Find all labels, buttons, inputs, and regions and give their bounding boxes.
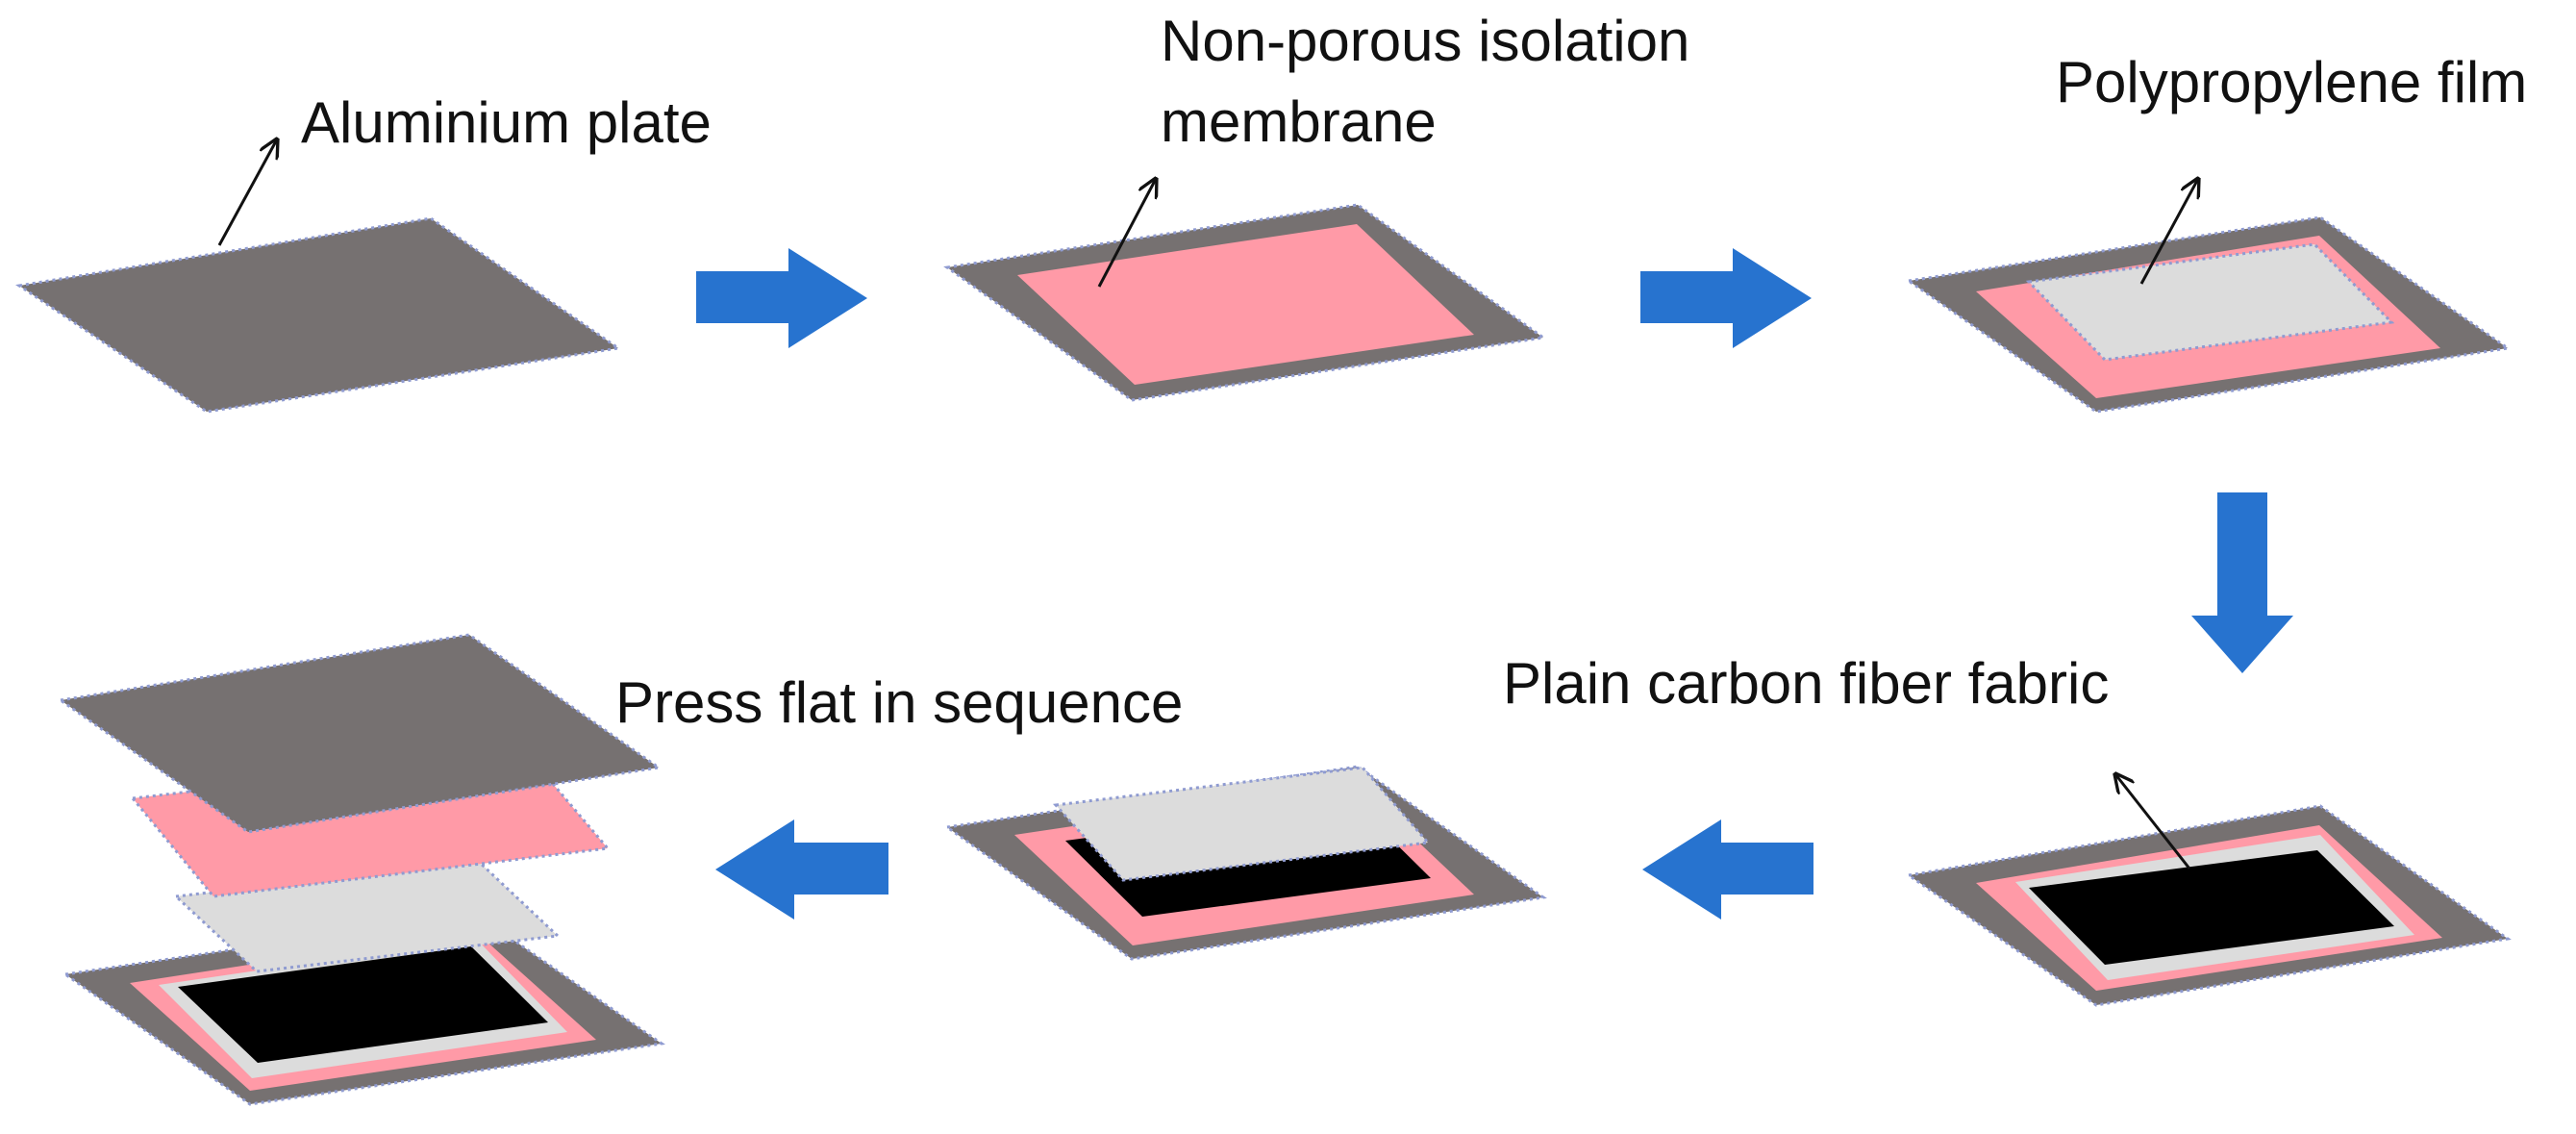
isolation-membrane [1017, 224, 1474, 385]
pointer-carbon-fabric [2115, 774, 2191, 869]
step-3-polypropylene-film [1905, 215, 2512, 414]
step-4-carbon-fabric [1905, 804, 2512, 1007]
polypropylene-film-top [1052, 766, 1431, 882]
step-1-aluminium-plate [15, 216, 622, 414]
process-arrow-right-2 [1640, 248, 1812, 348]
step-2-membrane-on-plate [943, 203, 1547, 402]
label-carbon-fabric: Plain carbon fiber fabric [1503, 651, 2109, 716]
label-membrane-line-2: membrane [1161, 89, 1437, 154]
label-polypropylene-film: Polypropylene film [2056, 50, 2527, 114]
process-arrow-left-1 [1642, 819, 1813, 920]
carbon-fiber-fabric [2029, 850, 2394, 965]
label-press-flat: Press flat in sequence [615, 670, 1183, 735]
pointer-aluminium-plate [217, 139, 277, 246]
process-arrow-down [2191, 492, 2293, 673]
label-membrane-line-1: Non-porous isolation [1161, 9, 1689, 73]
pointer-polypropylene-film [2139, 179, 2198, 285]
top-aluminium-plate [57, 633, 663, 834]
carbon-fiber-fabric [178, 946, 548, 1063]
polypropylene-film [2025, 242, 2395, 362]
process-arrow-left-2 [715, 819, 888, 920]
pointer-isolation-membrane [1097, 179, 1156, 288]
aluminium-plate [15, 216, 622, 414]
step-6-exploded-stack [57, 633, 665, 1106]
step-5-film-over-fabric [943, 765, 1547, 961]
label-aluminium-plate: Aluminium plate [301, 90, 712, 155]
process-arrow-right-1 [696, 248, 867, 348]
